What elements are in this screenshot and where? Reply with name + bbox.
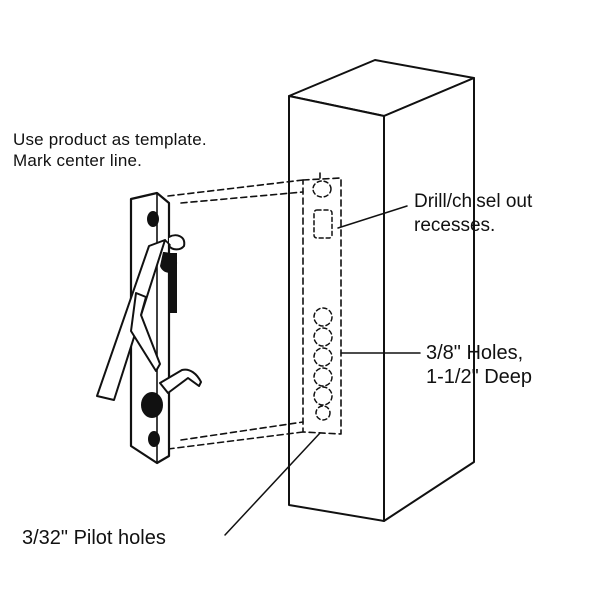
lever [96,239,166,401]
holes-label: 3/8" Holes, 1-1/2" Deep [426,341,532,389]
holes-label-line-1: 3/8" Holes, [426,342,524,364]
leader-lines [224,205,421,536]
screw-hole-top [147,211,159,227]
holes-label-line-2: 1-1/2" Deep [426,366,533,388]
leader-pilot [224,432,321,536]
leader-recesses [337,205,408,229]
template-note-line-2: Mark center line. [13,151,143,170]
door-edge [288,59,475,522]
recess-marks [312,180,333,239]
flush-pull-hardware [96,191,202,465]
pilot-holes-label: 3/32" Pilot holes [22,527,166,549]
door-side-face [383,77,475,522]
mortise-outline [167,172,342,450]
screw-hole-bottom [148,431,160,447]
recesses-label: Drill/chisel out recesses. [414,190,532,238]
drill-holes [313,307,333,421]
template-note-line-1: Use product as template. [13,130,207,149]
recesses-label-line-1: Drill/chisel out [414,191,533,212]
door-front-face [288,95,385,522]
recesses-label-line-2: recesses. [414,215,496,236]
template-note: Use product as template. Mark center lin… [13,129,207,171]
